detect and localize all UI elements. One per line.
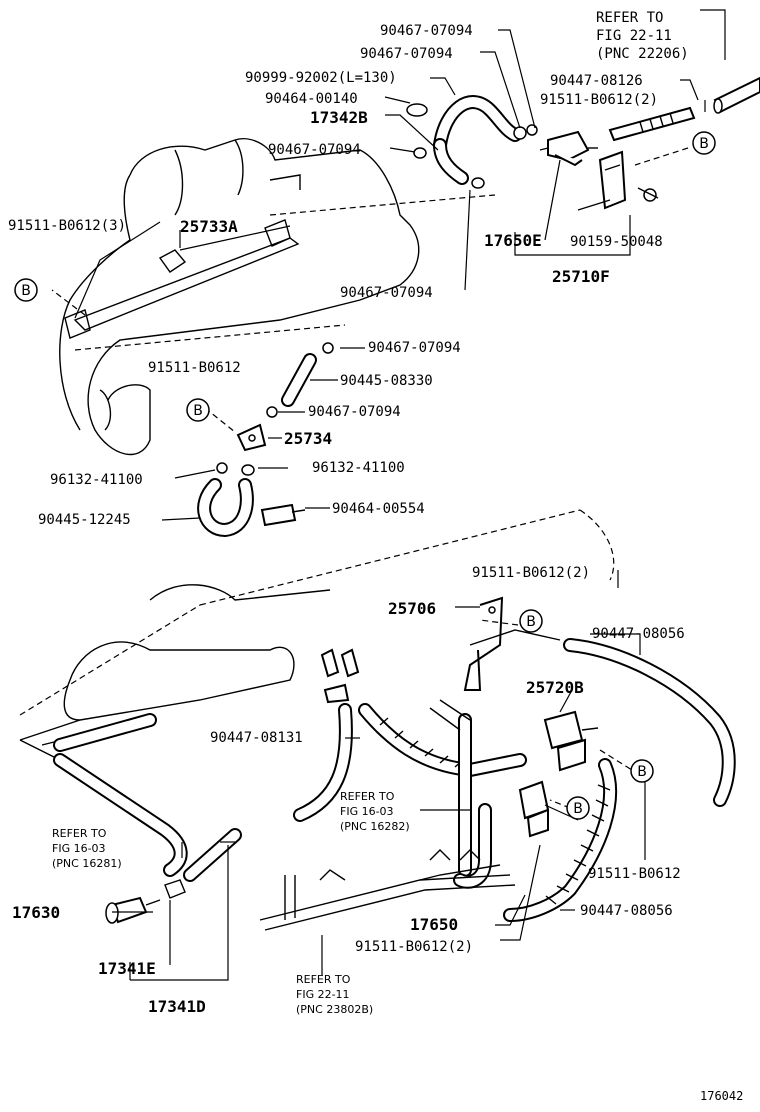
svg-text:FIG 22-11: FIG 22-11 xyxy=(596,28,672,44)
label-90447-08131: 90447-08131 xyxy=(210,730,303,746)
svg-text:FIG 16-03: FIG 16-03 xyxy=(52,842,106,855)
label-91511-b0612-b: 91511-B0612 xyxy=(588,866,681,882)
lower-left-hose xyxy=(53,753,242,924)
bracket-25706 xyxy=(463,596,561,691)
label-90447-08056-b: 90447-08056 xyxy=(580,903,673,919)
svg-text:(PNC 16281): (PNC 16281) xyxy=(52,857,122,870)
svg-text:B: B xyxy=(526,614,536,630)
central-hose xyxy=(293,648,527,822)
svg-text:REFER TO: REFER TO xyxy=(296,973,351,986)
refer-note-top: REFER TO FIG 22-11 (PNC 22206) xyxy=(596,10,689,62)
hose-90447-08056-lower xyxy=(503,758,618,922)
label-90447-08126: 90447-08126 xyxy=(550,73,643,89)
label-91511-b0612-3: 91511-B0612(3) xyxy=(8,218,126,234)
label-25710f: 25710F xyxy=(552,267,610,286)
label-90467-07094-f: 90467-07094 xyxy=(308,404,401,420)
label-25720b: 25720B xyxy=(526,678,584,697)
svg-text:(PNC 22206): (PNC 22206) xyxy=(596,46,689,62)
lower-duct-assembly xyxy=(19,509,615,761)
label-17650e: 17650E xyxy=(484,231,542,250)
label-17341e: 17341E xyxy=(98,959,156,978)
ref-marker-b-2: B xyxy=(186,398,210,422)
svg-text:B: B xyxy=(573,801,583,817)
label-17650: 17650 xyxy=(410,915,458,934)
label-17342b: 17342B xyxy=(310,108,368,127)
label-90467-07094-d: 90467-07094 xyxy=(340,285,433,301)
label-91511-b0612-2b: 91511-B0612(2) xyxy=(472,565,590,581)
vsv-17650e xyxy=(539,130,659,210)
middle-hose-group xyxy=(197,342,334,538)
label-96132-41100-b: 96132-41100 xyxy=(312,460,405,476)
figure-id: 176042 xyxy=(700,1089,743,1103)
svg-text:(PNC 23802B): (PNC 23802B) xyxy=(296,1003,373,1016)
label-91511-b0612-a: 91511-B0612 xyxy=(148,360,241,376)
refer-note-mid: REFER TO FIG 16-03 (PNC 16282) xyxy=(340,790,410,833)
label-90467-07094-c: 90467-07094 xyxy=(268,142,361,158)
label-90467-07094-a: 90467-07094 xyxy=(380,23,473,39)
ref-marker-b-1: B xyxy=(14,278,38,302)
label-91511-b0612-2a: 91511-B0612(2) xyxy=(540,92,658,108)
svg-text:B: B xyxy=(637,764,647,780)
label-90999-92002: 90999-92002(L=130) xyxy=(245,70,397,86)
ref-marker-b-4: B xyxy=(519,609,543,633)
label-17341d: 17341D xyxy=(148,997,206,1016)
label-25733a: 25733A xyxy=(180,217,238,236)
label-90159-50048: 90159-50048 xyxy=(570,234,663,250)
svg-text:B: B xyxy=(699,136,709,152)
label-90464-00140: 90464-00140 xyxy=(265,91,358,107)
label-90467-07094-b: 90467-07094 xyxy=(360,46,453,62)
vsv-25720b xyxy=(543,710,599,772)
hose-90447-08056-upper xyxy=(563,638,736,807)
label-90467-07094-e: 90467-07094 xyxy=(368,340,461,356)
svg-text:B: B xyxy=(193,403,203,419)
label-25706: 25706 xyxy=(388,599,436,618)
vsv-17650 xyxy=(518,780,550,838)
label-90464-00554: 90464-00554 xyxy=(332,501,425,517)
ref-marker-b-5: B xyxy=(630,759,654,783)
lower-pipes xyxy=(259,699,516,931)
svg-text:FIG 16-03: FIG 16-03 xyxy=(340,805,394,818)
refer-note-bottom: REFER TO FIG 22-11 (PNC 23802B) xyxy=(296,973,373,1016)
label-25734: 25734 xyxy=(284,429,332,448)
label-90447-08056-a: 90447-08056 xyxy=(592,626,685,642)
svg-text:REFER TO: REFER TO xyxy=(340,790,395,803)
svg-text:REFER TO: REFER TO xyxy=(52,827,107,840)
ref-marker-b-3: B xyxy=(692,131,716,155)
label-90445-12245: 90445-12245 xyxy=(38,512,131,528)
label-90445-08330: 90445-08330 xyxy=(340,373,433,389)
upper-duct-assembly xyxy=(59,138,496,456)
leader-lines xyxy=(51,9,726,981)
svg-text:FIG 22-11: FIG 22-11 xyxy=(296,988,350,1001)
refer-note-left: REFER TO FIG 16-03 (PNC 16281) xyxy=(52,827,122,870)
svg-text:(PNC 16282): (PNC 16282) xyxy=(340,820,410,833)
svg-text:B: B xyxy=(21,283,31,299)
label-91511-b0612-2c: 91511-B0612(2) xyxy=(355,939,473,955)
label-17630: 17630 xyxy=(12,903,60,922)
right-pipe-upper xyxy=(608,76,760,142)
upper-vacuum-hose xyxy=(406,95,538,189)
svg-text:REFER TO: REFER TO xyxy=(596,10,663,26)
ref-marker-b-6: B xyxy=(566,796,590,820)
label-96132-41100-a: 96132-41100 xyxy=(50,472,143,488)
